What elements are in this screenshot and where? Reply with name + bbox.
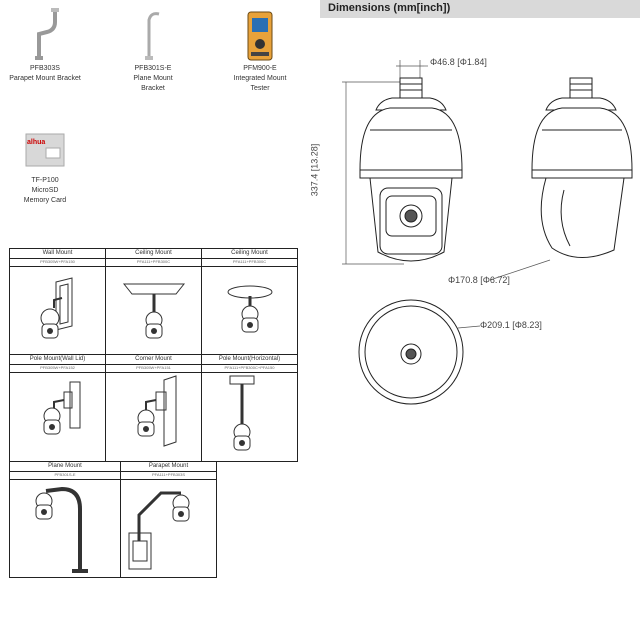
corner-mount-icon <box>137 375 177 447</box>
accessory-desc: Integrated Mount <box>233 75 287 82</box>
pole-mount-icon <box>43 381 81 435</box>
accessory-plane-bracket: PFB301S-E Plane Mount Bracket <box>108 6 198 94</box>
accessory-desc: Parapet Mount Bracket <box>9 75 81 82</box>
mount-model: PFA111+PFB300C <box>202 258 297 267</box>
dimensions-title: Dimensions (mm[inch]) <box>328 2 451 14</box>
mount-title: Corner Mount <box>106 355 201 365</box>
accessory-parapet-bracket: PFB303S Parapet Mount Bracket <box>0 6 90 84</box>
mount-cell: Parapet Mount PFA111+PFB303S <box>120 461 217 578</box>
mount-title: Ceiling Mount <box>106 249 201 259</box>
dimensions-header-bar <box>320 0 640 18</box>
plane-bracket-icon <box>145 12 160 60</box>
mount-title: Parapet Mount <box>121 462 216 472</box>
dimension-drawing <box>342 60 633 405</box>
mount-cell: Corner Mount PFB305W+PFA151 <box>105 354 202 462</box>
microsd-card-icon <box>25 133 65 167</box>
wall-mount-icon <box>40 277 73 339</box>
mount-model: PFA111+PFB300C <box>106 258 201 267</box>
mount-model: PFB305W+PFA151 <box>106 364 201 373</box>
mount-model: PFA111+PFB303S <box>121 471 216 480</box>
mount-cell: Ceiling Mount PFA111+PFB300C <box>105 248 202 355</box>
mount-model: PFA111+PFB300C+PFA150 <box>202 364 297 373</box>
height-label: 337.4 [13.28] <box>309 143 320 197</box>
mount-cell: Pole Mount(Wall Lid) PFB305W+PFA152 <box>9 354 106 462</box>
mount-model: PFB305W+PFA150 <box>10 258 105 267</box>
pole-horizontal-mount-icon <box>229 375 255 451</box>
parapet-bracket-icon <box>35 8 59 60</box>
accessory-desc: Bracket <box>141 85 165 92</box>
accessory-desc: Plane Mount <box>133 75 173 82</box>
mount-grid: Wall Mount PFB305W+PFA150 Ceiling Mount … <box>9 248 298 578</box>
mount-title: Plane Mount <box>10 462 120 472</box>
mount-model: PFB301S-E <box>10 471 120 480</box>
mount-model: PFB305W+PFA152 <box>10 364 105 373</box>
mount-cell: Plane Mount PFB301S-E <box>9 461 121 578</box>
accessory-model: TF-P100 <box>31 177 59 184</box>
accessory-desc: Tester <box>250 85 270 92</box>
mount-cell: Wall Mount PFB305W+PFA150 <box>9 248 106 355</box>
sdcard-brand: alhua <box>27 139 46 146</box>
tester-device-icon <box>247 11 273 61</box>
accessory-model: PFB301S-E <box>134 65 172 72</box>
accessory-desc: Memory Card <box>23 197 67 204</box>
ceiling-mount-short-icon <box>227 285 273 333</box>
mount-cell: Pole Mount(Horizontal) PFA111+PFB300C+PF… <box>201 354 298 462</box>
accessory-desc: MicroSD <box>31 187 59 194</box>
body-diameter-label: Φ170.8 [Φ6.72] <box>448 275 510 285</box>
accessory-tester: PFM900-E Integrated Mount Tester <box>215 6 305 94</box>
accessory-model: PFB303S <box>30 65 60 72</box>
mount-title: Ceiling Mount <box>202 249 297 259</box>
ceiling-mount-icon <box>122 283 186 339</box>
base-diameter-label: Φ209.1 [Φ8.23] <box>480 320 542 330</box>
mount-title: Wall Mount <box>10 249 105 259</box>
mount-cell: Ceiling Mount PFA111+PFB300C <box>201 248 298 355</box>
top-width-label: Φ46.8 [Φ1.84] <box>430 57 487 67</box>
mount-title: Pole Mount(Wall Lid) <box>10 355 105 365</box>
parapet-mount-icon <box>128 491 190 570</box>
accessory-model: PFM900-E <box>243 65 277 72</box>
accessory-sdcard: alhua TF-P100 MicroSD Memory Card <box>0 126 90 206</box>
plane-mount-icon <box>35 486 88 573</box>
mount-title: Pole Mount(Horizontal) <box>202 355 297 365</box>
